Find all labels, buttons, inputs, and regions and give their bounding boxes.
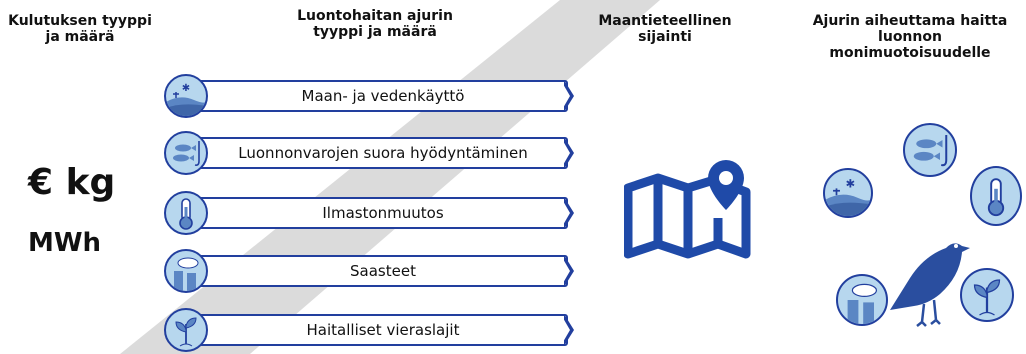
driver-row-pollution: Saasteet — [168, 252, 574, 290]
invasive-plant-icon — [164, 308, 208, 352]
svg-text:✱: ✱ — [182, 83, 190, 94]
driver-label: Ilmastonmuutos — [322, 204, 444, 222]
pollution-icon — [836, 274, 888, 326]
map-pin-icon — [624, 160, 751, 259]
driver-label: Luonnonvarojen suora hyödyntäminen — [238, 144, 528, 162]
driver-row-land-use: Maan- ja vedenkäyttö — [168, 77, 574, 115]
driver-row-climate: Ilmastonmuutos — [168, 194, 574, 232]
header-consumption: Kulutuksen tyyppi ja määrä — [8, 13, 152, 45]
header-harm: Ajurin aiheuttama haitta luonnon monimuo… — [812, 13, 1008, 61]
fish-hook-icon — [903, 123, 957, 177]
pollution-icon — [164, 249, 208, 293]
svg-text:✱: ✱ — [845, 176, 855, 190]
header-driver: Luontohaitan ajurin tyyppi ja määrä — [297, 8, 453, 40]
units-mwh: MWh — [28, 228, 102, 258]
fish-hook-icon — [164, 131, 208, 175]
driver-label: Haitalliset vieraslajit — [306, 321, 460, 339]
thermometer-icon — [164, 191, 208, 235]
driver-label: Maan- ja vedenkäyttö — [301, 87, 465, 105]
land-use-icon: ✱ — [823, 168, 873, 218]
invasive-plant-icon — [960, 268, 1014, 322]
units-currency-kg: € kg — [28, 162, 116, 203]
thermometer-icon — [970, 166, 1022, 226]
driver-label: Saasteet — [350, 262, 416, 280]
bird-icon — [890, 243, 970, 327]
header-location: Maantieteellinen sijainti — [598, 13, 732, 45]
land-use-icon: ✱ — [164, 74, 208, 118]
driver-row-exploitation: Luonnonvarojen suora hyödyntäminen — [168, 134, 574, 172]
driver-row-invasive: Haitalliset vieraslajit — [168, 311, 574, 349]
